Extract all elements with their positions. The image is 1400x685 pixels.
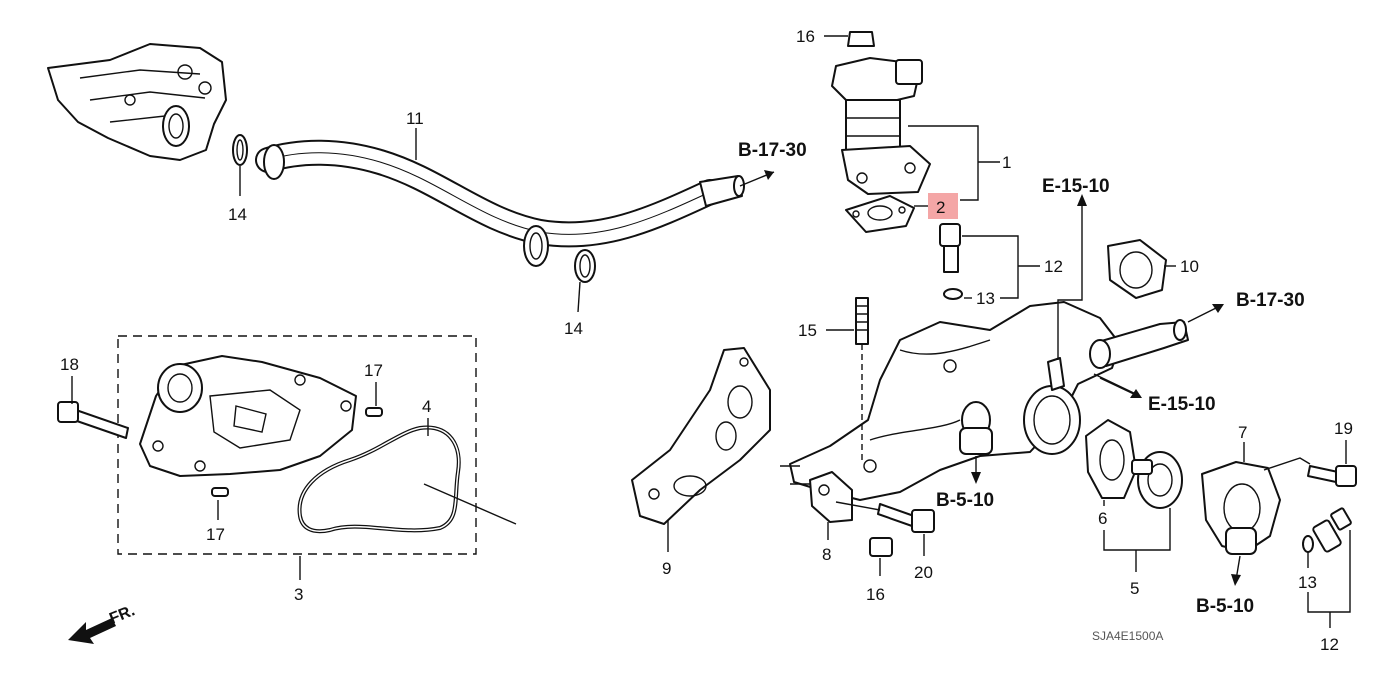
callout-20: 20: [914, 563, 933, 582]
callout-3: 3: [294, 585, 303, 604]
reference-arrows: [739, 170, 1241, 586]
front-label: FR.: [107, 602, 137, 627]
water-pump-assembly: [117, 335, 477, 555]
water-pipe: [255, 139, 745, 267]
callout-16-bottom: 16: [866, 585, 885, 604]
callout-13-upper: 13: [976, 289, 995, 308]
thermostat: [1131, 451, 1183, 509]
thermostat-gasket: [1085, 419, 1137, 499]
engine-block-fragment: [47, 43, 227, 161]
seal-ring-lower: [574, 249, 596, 283]
egr-valve: [831, 31, 931, 195]
callout-10: 10: [1180, 257, 1199, 276]
ref-b-17-30-right: B-17-30: [1236, 290, 1305, 311]
egr-gasket: [845, 195, 915, 233]
front-indicator: FR.: [68, 602, 137, 644]
callout-15: 15: [798, 321, 817, 340]
stud-bolt: [855, 297, 869, 345]
thermostat-cover: [1201, 461, 1281, 555]
ref-e-15-10-top: E-15-10: [1042, 176, 1110, 197]
callout-14-left: 14: [228, 205, 247, 224]
callout-16-top: 16: [796, 27, 815, 46]
flange-bolt: [877, 503, 935, 533]
callout-12-upper: 12: [1044, 257, 1063, 276]
callout-14-right: 14: [564, 319, 583, 338]
leader-lines: [71, 35, 1351, 628]
flange-nut: [869, 537, 893, 557]
ref-e-15-10-mid: E-15-10: [1148, 394, 1216, 415]
seal-ring-upper: [232, 134, 248, 166]
front-arrow-icon: [68, 618, 116, 644]
housing-gasket: [631, 347, 771, 525]
dowel-pin-upper: [365, 407, 383, 417]
pump-o-ring: [297, 425, 461, 534]
callout-7: 7: [1238, 423, 1247, 442]
callout-2: 2: [936, 198, 945, 217]
callout-8: 8: [822, 545, 831, 564]
callout-18: 18: [60, 355, 79, 374]
callout-13-lower: 13: [1298, 573, 1317, 592]
dowel-pin-lower: [211, 487, 229, 497]
callouts: 16 11 14 14 1 2 12 13 10 15 18 17 4 17 3…: [60, 27, 1353, 654]
pump-bolt: [57, 401, 129, 439]
callout-9: 9: [662, 559, 671, 578]
callout-12-lower: 12: [1320, 635, 1339, 654]
callout-4: 4: [422, 397, 431, 416]
ref-b-5-10-right: B-5-10: [1196, 596, 1254, 617]
callout-1: 1: [1002, 153, 1011, 172]
temperature-sensor-upper: [939, 223, 963, 300]
cover-bolt: [1307, 465, 1357, 487]
callout-11: 11: [406, 109, 424, 128]
ref-b-17-30-left: B-17-30: [738, 140, 807, 161]
ref-b-5-10-left: B-5-10: [936, 490, 994, 511]
callout-17-lower: 17: [206, 525, 225, 544]
callout-6: 6: [1098, 509, 1107, 528]
mounting-bracket: [809, 471, 853, 523]
diagram-code: SJA4E1500A: [1092, 629, 1163, 643]
callout-2-highlight: [928, 193, 958, 219]
callout-19: 19: [1334, 419, 1353, 438]
callout-5: 5: [1130, 579, 1139, 598]
gasket-ring: [1107, 239, 1167, 299]
temperature-sensor-lower: [1302, 507, 1352, 553]
callout-17-upper: 17: [364, 361, 383, 380]
water-passage-housing: [789, 301, 1189, 501]
reference-labels: B-17-30 E-15-10 B-17-30 E-15-10 B-5-10 B…: [738, 140, 1305, 617]
